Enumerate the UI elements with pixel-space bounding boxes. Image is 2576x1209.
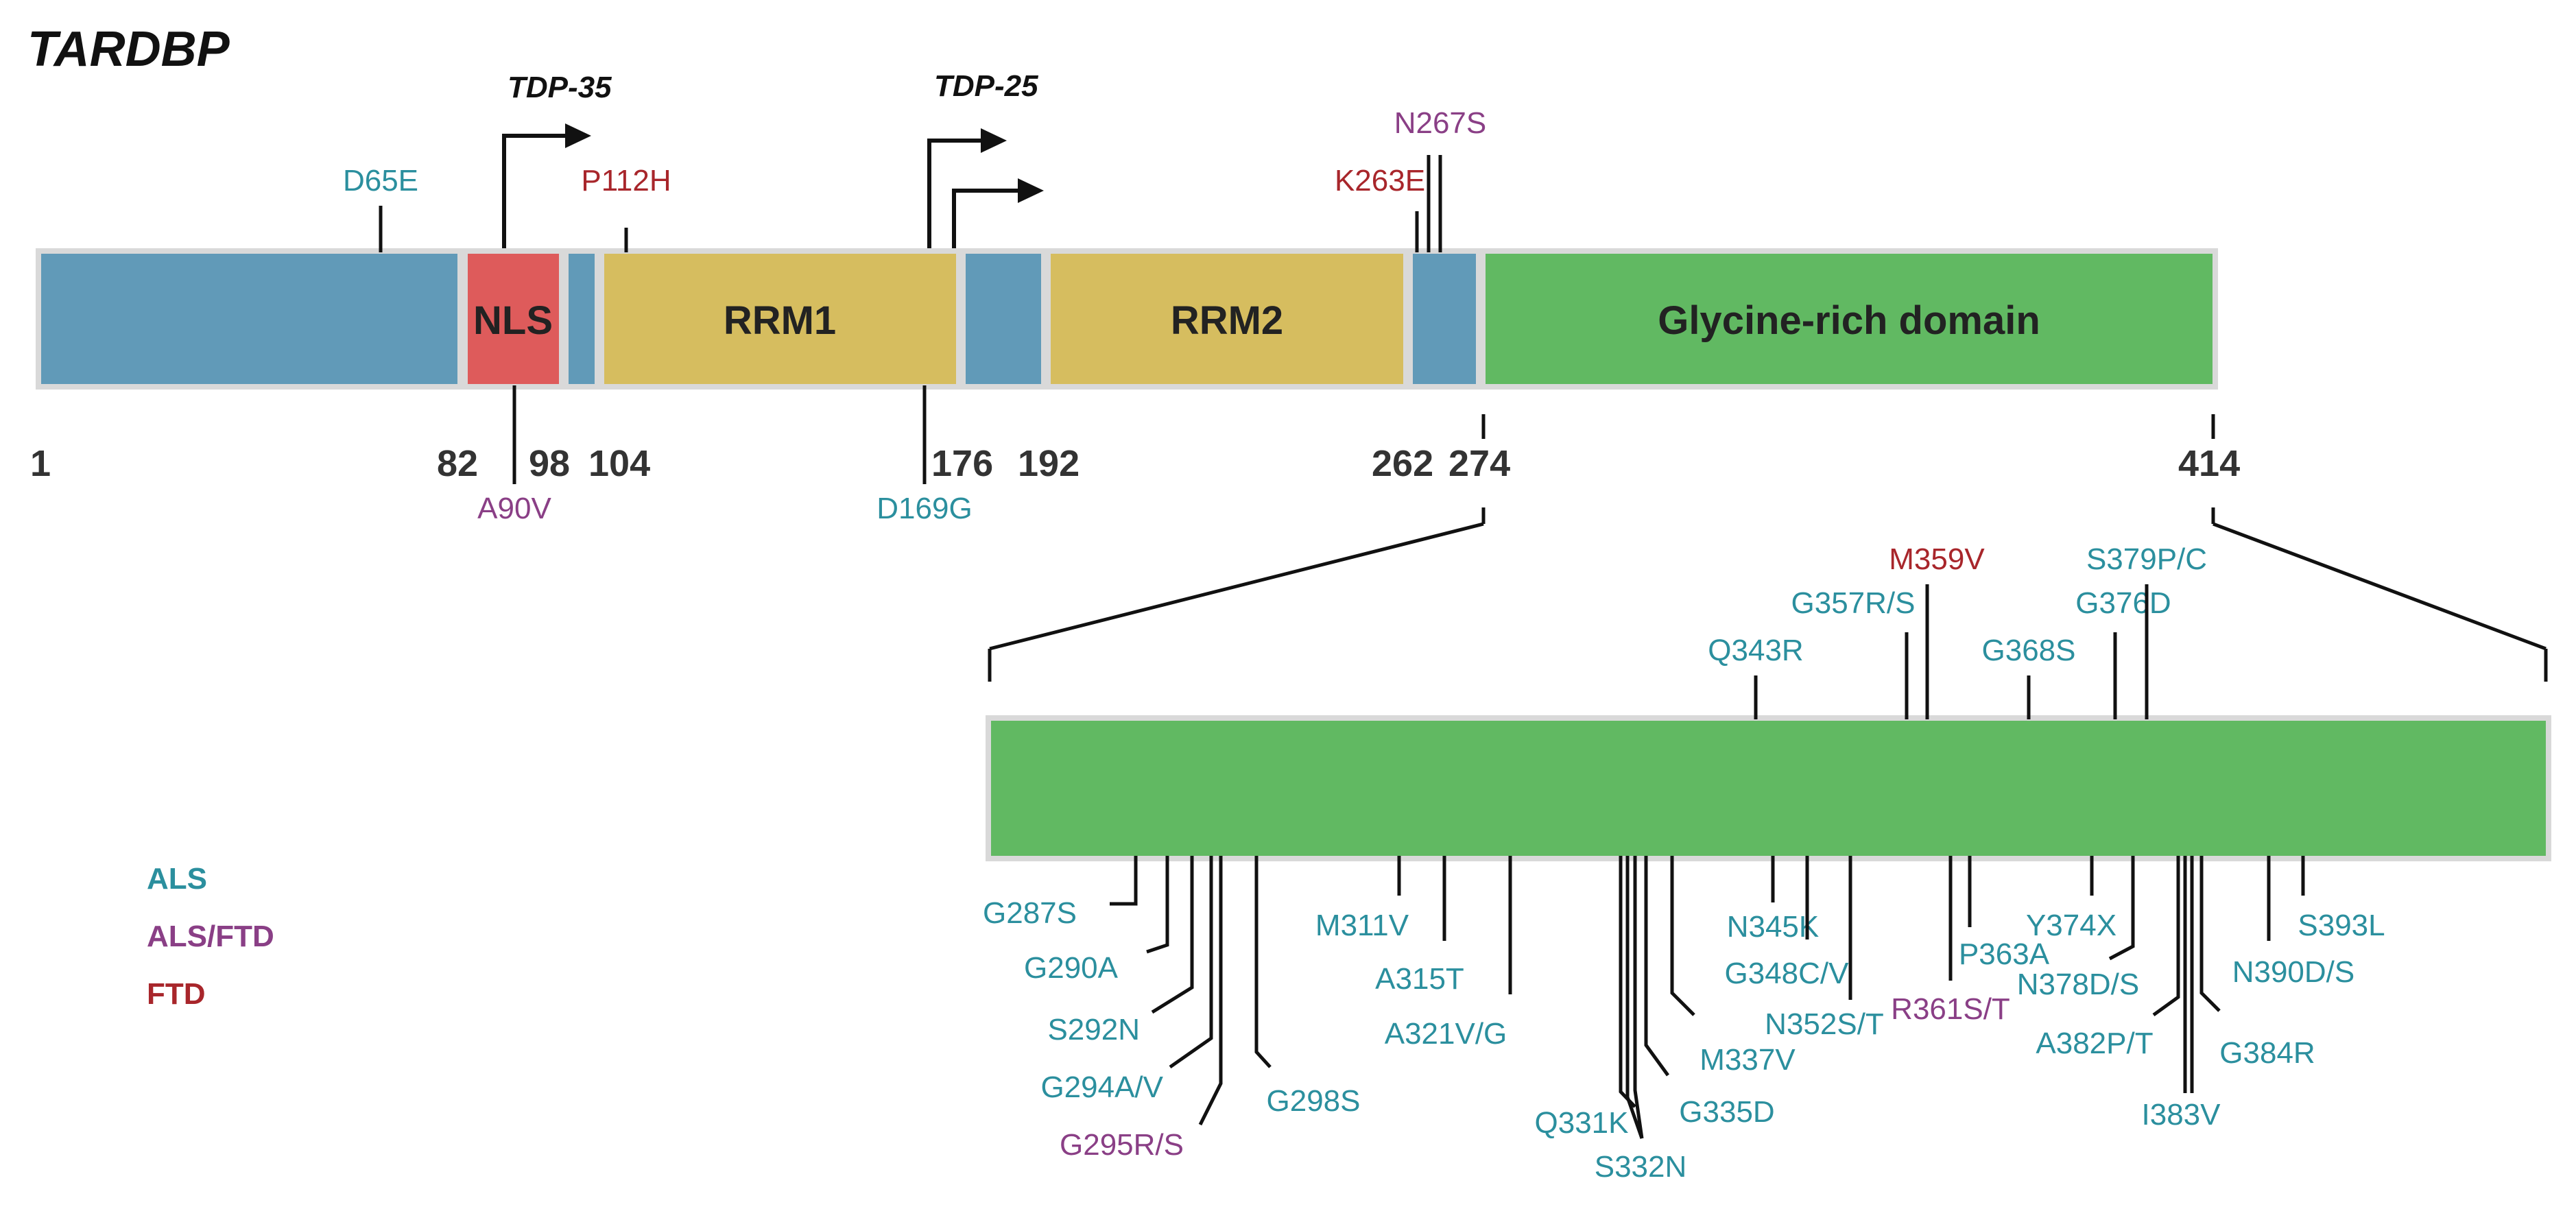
position-label: 82 (437, 443, 478, 484)
mutation-label: S292N (1047, 1013, 1140, 1046)
mutation-label: Q331K (1535, 1106, 1629, 1140)
mutation-label: A382P/T (2036, 1027, 2153, 1060)
mutation-label: Y374X (2026, 909, 2116, 942)
mutation-label: A315T (1375, 962, 1464, 996)
domain-linker-1 (41, 254, 457, 384)
mutation-label: N378D/S (2017, 968, 2140, 1001)
mutation-label: M311V (1315, 909, 1409, 942)
full-protein-mutations: D65E P112H K263E N267S A90V D169G (343, 106, 1486, 525)
zoom-connector (988, 414, 2548, 682)
isoform-label-tdp35: TDP-35 (508, 71, 612, 104)
mutation-label: D65E (343, 164, 418, 197)
mutation-label: G294A/V (1040, 1070, 1163, 1104)
diagram-title: TARDBP (27, 22, 230, 77)
mutation-label: N390D/S (2232, 955, 2355, 989)
domain-label-nls: NLS (473, 298, 553, 343)
mutation-label: G295R/S (1060, 1128, 1184, 1162)
mutation-label: A321V/G (1385, 1017, 1507, 1051)
position-label: 104 (588, 443, 650, 484)
legend-item-als: ALS (147, 862, 207, 896)
mutation-label: G348C/V (1725, 957, 1850, 990)
mutation-label: Q343R (1708, 634, 1803, 667)
domain-rrm2 (1051, 254, 1403, 384)
position-label: 414 (2178, 443, 2240, 484)
mutation-label: I383V (2142, 1098, 2221, 1132)
domain-nls (468, 254, 559, 384)
mutation-label: N267S (1394, 106, 1487, 140)
zoom-bar (991, 721, 2546, 856)
legend: ALS ALS/FTD FTD (147, 862, 274, 1011)
position-labels: 1 82 98 104 176 192 262 274 414 (30, 443, 2240, 484)
mutation-label: G287S (983, 896, 1077, 930)
mutation-label: G335D (1679, 1095, 1774, 1129)
mutation-label: M337V (1700, 1043, 1796, 1077)
mutation-label: N345K (1727, 910, 1820, 944)
protein-bar: NLS RRM1 RRM2 Glycine-rich domain (36, 248, 2218, 390)
domain-rrm1 (604, 254, 956, 384)
isoform-tdp35: TDP-35 (502, 71, 612, 252)
legend-item-als-ftd: ALS/FTD (147, 920, 274, 953)
mutation-label: G384R (2219, 1036, 2315, 1070)
zoom-glycine-domain (986, 715, 2551, 861)
arrow-head-icon (565, 123, 591, 148)
mutation-label: A90V (477, 492, 551, 525)
mutation-label: R361S/T (1891, 992, 2010, 1026)
isoform-tdp25: TDP-25 (927, 69, 1044, 252)
mutation-label: P363A (1959, 937, 2050, 971)
domain-linker-4 (1413, 254, 1476, 384)
mutation-label: P112H (581, 164, 671, 197)
position-label: 192 (1018, 443, 1080, 484)
position-label: 98 (529, 443, 570, 484)
arrow-head-icon (1018, 178, 1044, 203)
domain-label-rrm2: RRM2 (1171, 298, 1283, 343)
zoom-mutations-bottom: G287S G290A S292N G294A/V G295R/S G298S … (983, 856, 2385, 1184)
mutation-label: S379P/C (2086, 542, 2207, 576)
mutation-label: G290A (1024, 951, 1119, 985)
isoform-label-tdp25: TDP-25 (934, 69, 1038, 103)
position-label: 1 (30, 443, 51, 484)
position-label: 262 (1372, 443, 1433, 484)
mutation-label: S393L (2298, 909, 2385, 942)
domain-label-glycine-rich: Glycine-rich domain (1658, 298, 2040, 343)
mutation-label: G368S (1982, 634, 2076, 667)
mutation-label: N352S/T (1765, 1007, 1884, 1041)
domain-label-rrm1: RRM1 (724, 298, 836, 343)
domain-glycine-rich (1486, 254, 2213, 384)
position-label: 176 (931, 443, 993, 484)
legend-item-ftd: FTD (147, 977, 206, 1011)
mutation-label: D169G (876, 492, 972, 525)
mutation-label: G357R/S (1791, 586, 1916, 620)
domain-linker-2 (569, 254, 595, 384)
arrow-head-icon (981, 128, 1007, 153)
zoom-mutations-top: Q343R G357R/S M359V G368S G376D S379P/C (1708, 542, 2207, 719)
domain-linker-3 (966, 254, 1041, 384)
mutation-label: M359V (1889, 542, 1985, 576)
mutation-label: S332N (1595, 1150, 1687, 1184)
position-label: 274 (1448, 443, 1510, 484)
mutation-label: K263E (1335, 164, 1425, 197)
mutation-label: G376D (2075, 586, 2171, 620)
mutation-label: G298S (1267, 1084, 1361, 1118)
